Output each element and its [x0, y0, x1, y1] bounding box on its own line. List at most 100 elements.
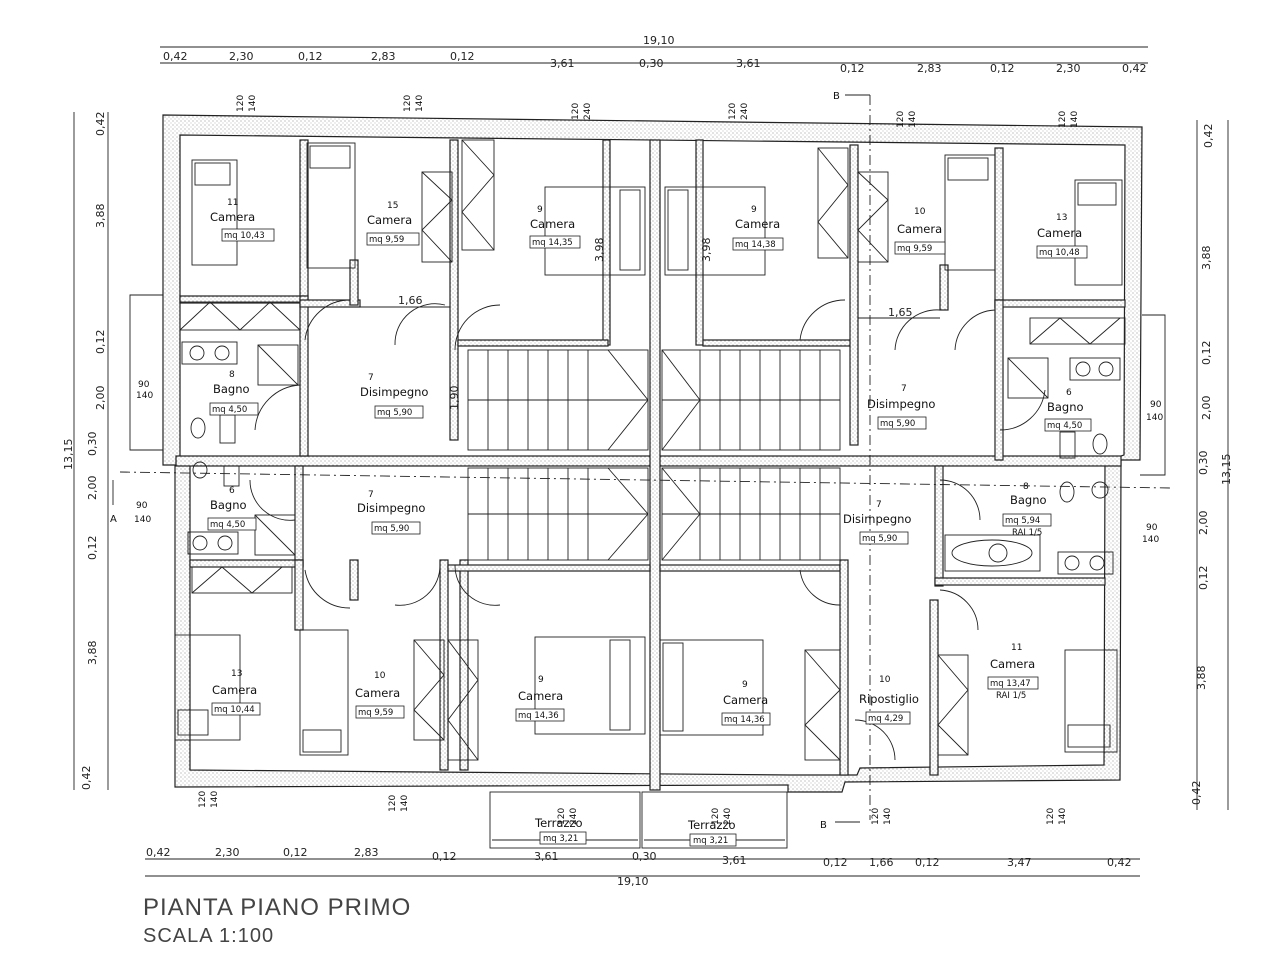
room-name: Camera	[518, 689, 563, 703]
room-area: mq 5,90	[374, 524, 409, 534]
room-area: mq 9,59	[358, 708, 393, 718]
top-dim: 0,42	[163, 50, 188, 63]
inner-dim: 1,90	[448, 386, 461, 411]
section-mark-b-top: B	[833, 91, 840, 102]
right-dim: 0,42	[1190, 781, 1203, 806]
left-dimension-chain: 0,42 3,88 0,12 2,00 0,30 2,00 0,12 3,88 …	[62, 112, 109, 791]
title-block: PIANTA PIANO PRIMO SCALA 1:100	[143, 893, 411, 949]
room-area: mq 5,90	[862, 534, 897, 544]
bottom-dim: 0,12	[915, 856, 940, 869]
window-width: 120	[198, 791, 208, 808]
rai-note: RAI 1/5	[996, 691, 1026, 701]
side-window-height: 140	[136, 391, 153, 401]
room-number: 7	[368, 373, 374, 383]
room-label: 7 Disimpegno mq 5,90	[360, 373, 428, 419]
room-number: 6	[1066, 388, 1072, 398]
window-width: 120	[871, 808, 881, 825]
side-window-width: 90	[1146, 523, 1158, 533]
stairs-upper-right	[661, 349, 841, 451]
inner-dim: 3,98	[700, 238, 713, 263]
window-height: 140	[415, 95, 425, 112]
room-area: mq 4,29	[868, 714, 903, 724]
room-area: mq 13,47	[990, 679, 1031, 689]
top-dim: 2,83	[371, 50, 396, 63]
left-dim: 0,12	[86, 536, 99, 561]
room-label: 9 Camera mq 14,35	[529, 205, 581, 249]
bottom-dimension-chain: 0,42 2,30 0,12 2,83 0,12 3,61 0,30 3,61 …	[145, 846, 1140, 888]
room-label: 7 Disimpegno mq 5,90	[843, 500, 911, 545]
inner-dim: 3,98	[593, 238, 606, 263]
left-dim: 3,88	[94, 204, 107, 229]
section-lines: B B A	[110, 91, 1171, 831]
room-name: Ripostiglio	[859, 692, 919, 706]
room-label: 7 Disimpegno mq 5,90	[357, 490, 425, 535]
room-name: Camera	[210, 210, 255, 224]
room-label: 10 Ripostiglio mq 4,29	[859, 675, 919, 725]
right-dim: 0,42	[1202, 124, 1215, 149]
left-dim: 2,00	[94, 386, 107, 411]
door-swings	[249, 299, 1046, 761]
room-name: Camera	[990, 657, 1035, 671]
left-dim: 3,88	[86, 641, 99, 666]
left-dim: 0,42	[80, 766, 93, 791]
room-name: Bagno	[213, 382, 250, 396]
window-width: 120	[388, 795, 398, 812]
side-window-height: 140	[1146, 413, 1163, 423]
room-label: 15 Camera mq 9,59	[366, 201, 420, 246]
room-name: Camera	[367, 213, 412, 227]
room-name: Camera	[897, 222, 942, 236]
room-area: mq 4,50	[1047, 421, 1082, 431]
right-dim: 2,00	[1197, 511, 1210, 536]
room-number: 9	[751, 205, 757, 215]
top-dimension-chain: 19,10 0,42 2,30 0,12 2,83 0,12 3,61 0,30…	[160, 34, 1148, 75]
stairs-lower-left	[467, 467, 649, 561]
bottom-dim: 0,12	[432, 850, 457, 863]
room-area: mq 14,36	[724, 715, 765, 725]
section-mark-a-left: A	[110, 514, 117, 525]
room-number: 8	[229, 370, 235, 380]
room-number: 6	[229, 486, 235, 496]
bottom-total-dim: 19,10	[617, 875, 649, 888]
left-total-dim: 13,15	[62, 439, 75, 471]
room-area: mq 5,90	[880, 419, 915, 429]
outer-walls	[162, 114, 1143, 793]
inner-dimensions: 1,66 1,65 1,90 3,98 3,98	[358, 238, 940, 411]
window-width: 120	[557, 808, 567, 825]
top-dim: 2,83	[917, 62, 942, 75]
room-name: Camera	[355, 686, 400, 700]
room-area: mq 3,21	[543, 834, 578, 844]
room-area: mq 9,59	[369, 235, 404, 245]
room-area: mq 4,50	[210, 520, 245, 530]
window-width: 120	[1058, 111, 1068, 128]
window-height: 240	[569, 808, 579, 825]
top-dim: 0,42	[1122, 62, 1147, 75]
top-dim: 0,12	[450, 50, 475, 63]
window-height: 140	[908, 111, 918, 128]
window-width: 120	[403, 95, 413, 112]
room-area: mq 5,90	[377, 408, 412, 418]
room-area: mq 3,21	[693, 836, 728, 846]
room-name: Bagno	[210, 498, 247, 512]
room-label: 6 Bagno mq 4,50	[1044, 388, 1092, 432]
drawing-scale: SCALA 1:100	[143, 925, 275, 947]
room-label: 10 Camera mq 9,59	[355, 671, 405, 719]
room-number: 13	[1056, 213, 1067, 223]
window-width: 120	[571, 103, 581, 120]
right-dim: 3,88	[1195, 666, 1208, 691]
window-width: 120	[896, 111, 906, 128]
room-area: mq 4,50	[212, 405, 247, 415]
right-dim: 0,12	[1200, 341, 1213, 366]
room-label: 10 Camera mq 9,59	[894, 207, 946, 255]
room-label: Terrazzo mq 3,21	[687, 818, 737, 847]
beds	[174, 142, 1123, 756]
top-dim: 2,30	[1056, 62, 1081, 75]
right-dim: 3,88	[1200, 246, 1213, 271]
stairs-lower-right	[661, 467, 841, 561]
right-dim: 0,12	[1197, 566, 1210, 591]
left-dim: 0,42	[94, 112, 107, 137]
top-dim: 3,61	[736, 57, 761, 70]
left-dim: 2,00	[86, 476, 99, 501]
inner-dim: 1,66	[398, 294, 423, 307]
bottom-dim: 3,61	[534, 850, 559, 863]
room-area: mq 9,59	[897, 244, 932, 254]
